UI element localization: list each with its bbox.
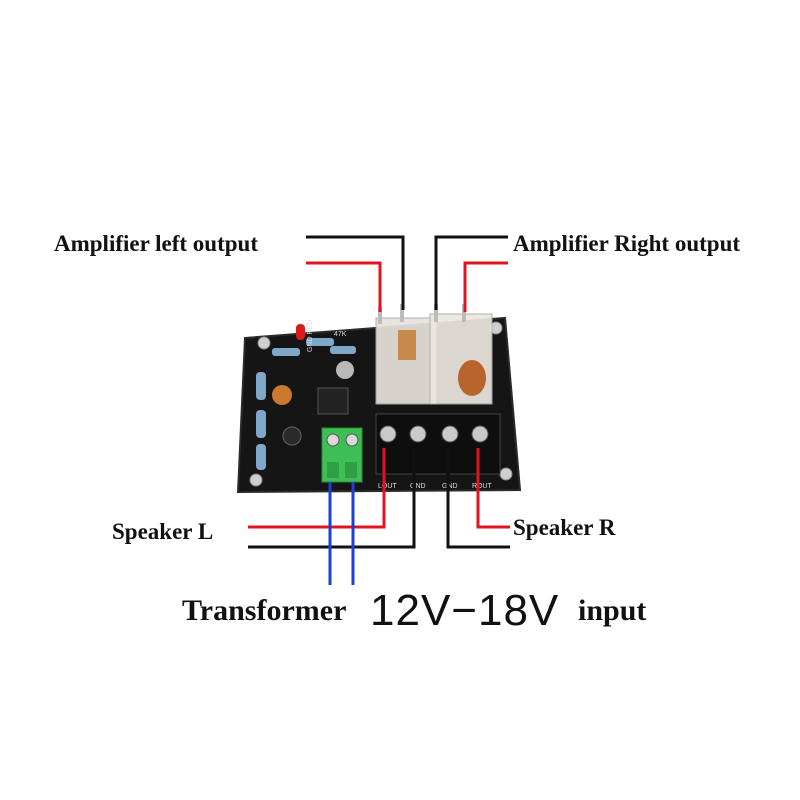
amp-right-red-wire	[463, 261, 508, 312]
speaker-r-black-wire	[446, 448, 510, 549]
amp-right-black-wire	[434, 235, 508, 310]
input-pin	[434, 304, 438, 322]
speaker-l-wires	[248, 448, 416, 549]
voltage-range-label: 12V−18V	[370, 586, 560, 635]
screw-terminal	[471, 425, 489, 443]
terminal-label-gnd: GND	[410, 483, 426, 490]
speaker-r-red-wire	[476, 448, 510, 529]
terminal-label-lout: LOUT	[378, 483, 397, 490]
input-pin	[378, 306, 382, 324]
speaker-l-label: Speaker L	[112, 519, 214, 544]
amp-left-wires	[306, 235, 405, 312]
led-label: GND RED	[307, 320, 314, 352]
speaker-r-label: Speaker R	[513, 515, 616, 540]
transformer-input-terminal	[321, 427, 363, 483]
capacitor	[272, 385, 292, 405]
mounting-hole	[249, 473, 263, 487]
mounting-hole	[499, 467, 513, 481]
amplifier-right-output-label: Amplifier Right output	[513, 231, 741, 256]
led	[296, 324, 305, 340]
speaker-l-black-wire	[248, 448, 416, 549]
amp-left-red-wire	[306, 261, 382, 312]
capacitor	[282, 426, 302, 446]
mounting-hole	[257, 336, 271, 350]
screw-terminal	[441, 425, 459, 443]
resistor	[256, 338, 356, 470]
amp-left-black-wire	[306, 235, 405, 310]
input-pin	[462, 304, 466, 322]
terminal-label-rout: ROUT	[472, 483, 493, 490]
amp-right-wires	[434, 235, 508, 312]
pcb-board: 47K GND RED LOUT GND GND ROUT	[236, 304, 522, 494]
transformer-label: Transformer	[182, 594, 347, 627]
transistor	[317, 387, 349, 415]
terminal-label-gnd: GND	[442, 483, 458, 490]
speaker-r-wires	[446, 448, 510, 549]
resistor-value-label: 47K	[334, 331, 347, 338]
input-label: input	[578, 594, 647, 627]
relay	[375, 313, 493, 405]
screw-terminal	[379, 425, 397, 443]
screw-terminal	[409, 425, 427, 443]
amplifier-left-output-label: Amplifier left output	[54, 231, 259, 256]
speaker-l-red-wire	[248, 448, 386, 529]
transformer-wires	[328, 482, 355, 585]
capacitor	[336, 361, 354, 379]
input-pin	[400, 304, 404, 322]
